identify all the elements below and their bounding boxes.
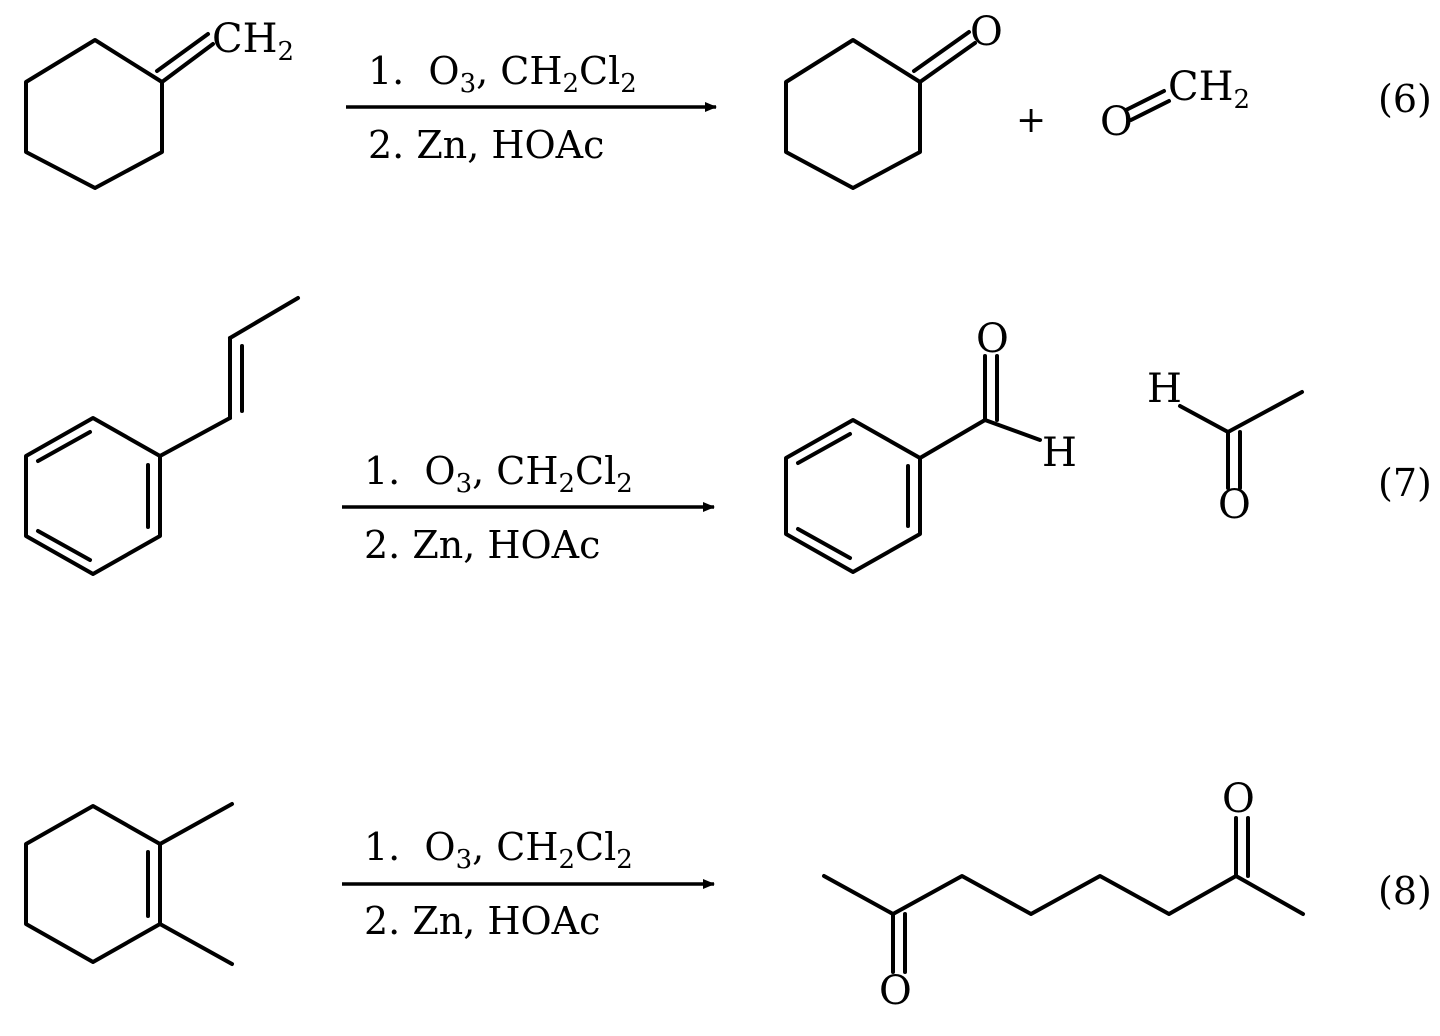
ch2-label: CH2 (1168, 64, 1250, 115)
phenylpropene-structure (24, 296, 300, 576)
oxygen-label: O (1222, 776, 1255, 822)
hydrogen-label: H (1147, 366, 1182, 412)
reaction-8: 1. O3, CH2Cl2 2. Zn, HOAc O O (8) (24, 776, 1432, 1014)
acetaldehyde-structure: H O (1147, 366, 1304, 528)
reagent-step-1: 1. O3, CH2Cl2 (368, 49, 637, 99)
octanedione-structure: O O (822, 776, 1305, 1014)
reagent-step-2: 2. Zn, HOAc (368, 123, 604, 167)
reaction-6: CH2 1. O3, CH2Cl2 2. Zn, HOAc O + O CH2 … (24, 9, 1432, 190)
ch2-label: CH2 (212, 16, 294, 67)
reaction-7: 1. O3, CH2Cl2 2. Zn, HOAc O H H O (7) (24, 296, 1432, 576)
methylenecyclohexane-structure: CH2 (24, 16, 294, 190)
oxygen-label: O (1100, 99, 1133, 145)
reagent-step-1: 1. O3, CH2Cl2 (364, 825, 633, 875)
formaldehyde-structure: O CH2 (1100, 64, 1250, 145)
oxygen-label: O (976, 316, 1009, 362)
reagent-step-1: 1. O3, CH2Cl2 (364, 449, 633, 499)
dimethylcyclohexene-structure (24, 802, 234, 966)
oxygen-label: O (970, 9, 1003, 55)
cyclohexanone-structure: O (784, 9, 1003, 190)
equation-number: (7) (1378, 461, 1432, 505)
equation-number: (8) (1378, 869, 1432, 913)
benzaldehyde-structure: O H (784, 316, 1077, 574)
plus-sign: + (1016, 100, 1046, 141)
oxygen-label: O (1218, 482, 1251, 528)
hydrogen-label: H (1042, 430, 1077, 476)
equation-number: (6) (1378, 77, 1432, 121)
reagent-step-2: 2. Zn, HOAc (364, 523, 600, 567)
oxygen-label: O (879, 968, 912, 1014)
reagent-step-2: 2. Zn, HOAc (364, 899, 600, 943)
